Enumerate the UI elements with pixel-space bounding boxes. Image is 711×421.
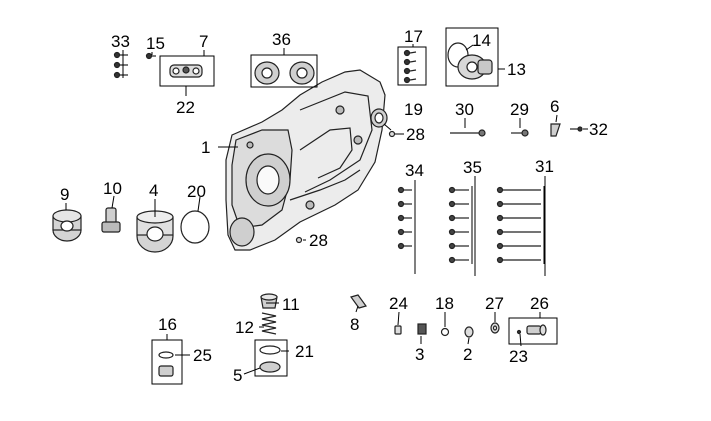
bolt-31-head	[496, 228, 504, 236]
rotor-9-part	[52, 209, 82, 242]
callout-22: 22	[176, 98, 195, 117]
callout-18: 18	[435, 294, 454, 313]
callout-29: 29	[510, 100, 529, 119]
callout-11: 11	[282, 295, 300, 314]
bolts-35-part	[448, 186, 473, 264]
callout-3: 3	[415, 345, 424, 364]
bolt-31-head	[496, 242, 504, 250]
screws-33-part	[113, 51, 128, 79]
part-2-washer	[464, 326, 474, 338]
callout-5: 5	[233, 366, 242, 385]
filter-5-21-part	[254, 339, 288, 377]
crankcase-part	[225, 69, 386, 251]
callout-24: 24	[389, 294, 408, 313]
bolt-35-head	[448, 242, 456, 250]
callout-10: 10	[103, 179, 122, 198]
part-3-nut	[417, 323, 427, 335]
spring-12-part	[261, 312, 277, 335]
callout-28-upper: 28	[406, 125, 425, 144]
callout-6: 6	[550, 97, 559, 116]
washer-27-part	[490, 322, 500, 334]
bolt-34-head	[397, 214, 405, 222]
callout-36: 36	[272, 30, 291, 49]
callout-25: 25	[193, 346, 212, 365]
bolt-35-head	[448, 214, 456, 222]
callout-26: 26	[530, 294, 549, 313]
pump-13-part	[445, 27, 499, 87]
bolt-31-head	[496, 214, 504, 222]
callout-27: 27	[485, 294, 504, 313]
dowel-28-lower-part	[295, 236, 303, 244]
plug-16-part	[151, 339, 183, 385]
bolt-31-head	[496, 256, 504, 264]
screw-15-part	[145, 52, 156, 60]
callout-33: 33	[111, 32, 130, 51]
callout-23: 23	[509, 347, 528, 366]
stator-4-part	[136, 210, 174, 253]
bolts-31-part	[496, 186, 545, 264]
callout-30: 30	[455, 100, 474, 119]
bolt-35-head	[448, 186, 456, 194]
callout-1: 1	[201, 138, 210, 157]
callout-21: 21	[295, 342, 314, 361]
seal-19-part	[370, 108, 388, 128]
cap-11-part	[260, 293, 278, 309]
bolt-35-head	[448, 200, 456, 208]
callout-labels: 1 2 3 4 5 6 7 8 9 10 11 12 13 14 15 16 1…	[60, 27, 608, 385]
bolt-34-head	[397, 200, 405, 208]
bolt-30-part	[450, 129, 486, 137]
callout-31: 31	[535, 157, 554, 176]
callout-4: 4	[149, 181, 158, 200]
callout-19: 19	[404, 100, 423, 119]
callout-16: 16	[158, 315, 177, 334]
dowel-28-upper-part	[388, 130, 396, 138]
callout-2: 2	[463, 345, 472, 364]
callout-13: 13	[507, 60, 526, 79]
callout-28-lower: 28	[309, 231, 328, 250]
ball-18-part	[440, 327, 450, 337]
callout-20: 20	[187, 182, 206, 201]
shaft-10-part	[101, 207, 121, 233]
bolts-34-part	[397, 186, 416, 250]
callout-8: 8	[350, 315, 359, 334]
screw-32-part	[570, 126, 583, 132]
leader-lines	[65, 44, 588, 375]
washer-24-part	[394, 325, 402, 335]
bearings-36-part	[250, 54, 318, 88]
bolt-34-head	[397, 228, 405, 236]
pin-8-part	[350, 294, 367, 309]
bolt-31-head	[496, 186, 504, 194]
callout-35: 35	[463, 158, 482, 177]
callout-34: 34	[405, 161, 424, 180]
callout-14: 14	[472, 31, 491, 50]
callout-9: 9	[60, 185, 69, 204]
callout-32: 32	[589, 120, 608, 139]
bolt-34-head	[397, 186, 405, 194]
bolt-35-head	[448, 228, 456, 236]
callout-15: 15	[146, 34, 165, 53]
bolt-29-part	[511, 129, 529, 137]
bolts-17-part	[397, 46, 427, 86]
oring-20-part	[180, 210, 210, 244]
bolt-35-head	[448, 256, 456, 264]
callout-12: 12	[235, 318, 254, 337]
part-6-pin	[550, 123, 561, 137]
bolt-34-head	[397, 242, 405, 250]
sensor-26-part	[508, 317, 558, 345]
callout-17: 17	[404, 27, 423, 46]
callout-7: 7	[199, 32, 208, 51]
bolt-31-head	[496, 200, 504, 208]
sensor-bracket-22-part	[159, 55, 215, 87]
